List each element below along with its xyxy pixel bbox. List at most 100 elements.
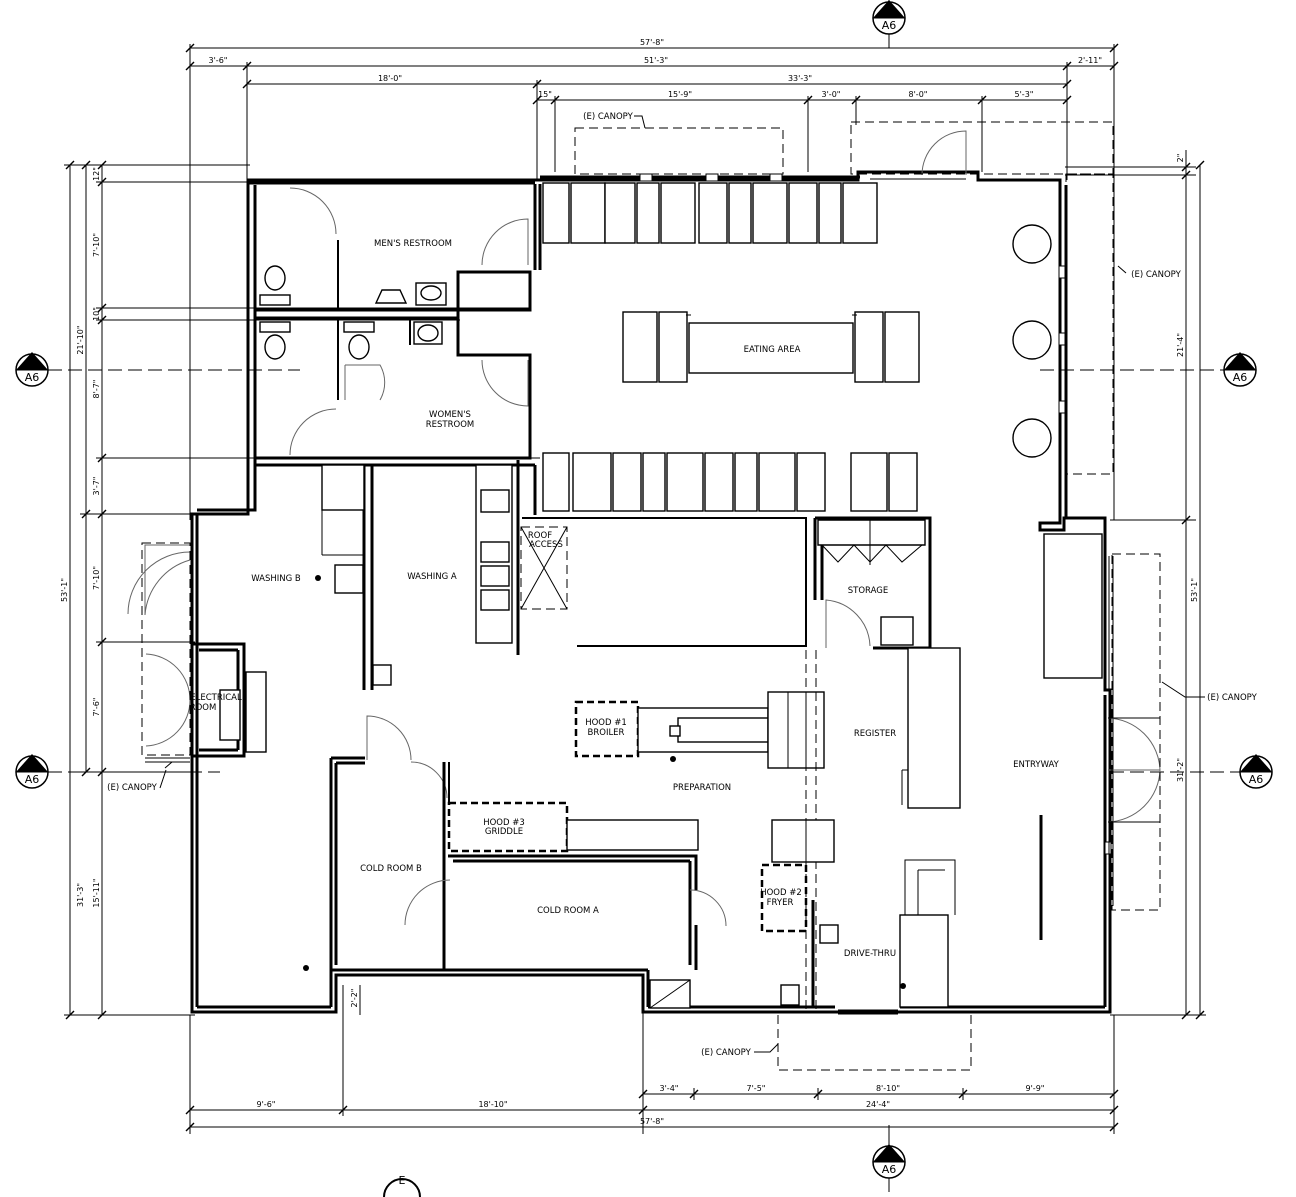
door-swing-icon <box>1107 717 1161 823</box>
toilet-tank-icon <box>343 321 375 333</box>
dim-bottom-row2-c: 24'-4" <box>866 1100 890 1109</box>
bench-seat <box>658 311 688 383</box>
booth-seat <box>570 182 606 244</box>
toilet-icon <box>348 334 370 360</box>
window-icon <box>769 173 783 182</box>
section-tag-right-2: 2 A6 <box>1110 754 1273 789</box>
label-mens-restroom: MEN'S RESTROOM <box>374 239 452 249</box>
door-swing-icon <box>145 653 191 747</box>
label-cold-room-b: COLD ROOM B <box>360 864 422 874</box>
hood-3-griddle <box>447 801 569 853</box>
section-tag-bottom: 1 A6 <box>872 1125 906 1192</box>
dim-top-row4-e: 5'-3" <box>1015 90 1034 99</box>
roof-access-hatch <box>520 526 568 610</box>
booth-seat <box>758 452 796 512</box>
dim-bottom-overall: 57'-8" <box>640 1117 664 1126</box>
window-icon <box>639 173 653 182</box>
label-womens-restroom-line2: RESTROOM <box>426 420 475 430</box>
dim-left-7-10-b: 7'-10" <box>92 566 101 590</box>
round-table-icon <box>1012 320 1052 360</box>
dim-bottom-row1-a: 3'-4" <box>660 1084 679 1093</box>
broiler-unit <box>677 717 769 743</box>
bench-seat <box>854 311 884 383</box>
label-hood2-line2: FRYER <box>767 898 794 908</box>
dim-bottom-row2-a: 9'-6" <box>257 1100 276 1109</box>
dim-right-21-4: 21'-4" <box>1176 333 1185 357</box>
toilet-tank-icon <box>259 321 291 333</box>
toilet-icon <box>264 265 286 291</box>
label-storage: STORAGE <box>848 586 888 596</box>
exterior-walls <box>190 170 1112 1014</box>
booth-seat <box>542 452 570 512</box>
label-drive-thru: DRIVE-THRU <box>844 949 896 959</box>
floor-drain-icon <box>900 983 906 989</box>
dim-left-3-7: 3'-7" <box>92 477 101 496</box>
dim-top-row4-a: 15" <box>538 90 552 99</box>
booth-seat <box>660 182 696 244</box>
kitchen-washing: WASHING B WASHING A ROOF ACCESS STORAGE <box>251 460 932 690</box>
hood-2-fryer <box>760 863 808 933</box>
dim-left-7-6: 7'-6" <box>92 698 101 717</box>
sink-bowl-icon <box>417 324 439 342</box>
dim-top-right: 2'-11" <box>1078 56 1102 65</box>
booth-seat <box>734 452 758 512</box>
dim-cold-2-2: 2'-2" <box>350 989 359 1008</box>
canopy-top-outline <box>574 127 784 175</box>
fryer-counter <box>771 819 835 863</box>
dim-left-a: 21'-10" <box>76 325 85 354</box>
section-tag-right-3-number: 3 <box>1237 357 1244 370</box>
door-swing-icon <box>127 551 191 615</box>
dim-right-2in: 2" <box>1176 154 1185 163</box>
label-canopy-top: (E) CANOPY <box>583 112 633 122</box>
window-icon <box>705 173 719 182</box>
electrical-panel <box>219 689 241 741</box>
label-womens-restroom-line1: WOMEN'S <box>429 410 471 420</box>
canopy-entry-outline <box>1111 553 1161 911</box>
dim-top-overall: 57'-8" <box>640 38 664 47</box>
dim-top-row4-c: 3'-0" <box>822 90 841 99</box>
label-hood3-line1: HOOD #3 <box>483 818 525 828</box>
elevation-tag-letter: E <box>399 1174 406 1187</box>
section-tag-right-3: 3 A6 <box>1040 352 1257 387</box>
urinal-icon <box>374 289 408 304</box>
booth-seat <box>666 452 704 512</box>
label-cold-room-a: COLD ROOM A <box>537 906 599 916</box>
round-table-icon <box>1012 418 1052 458</box>
section-tag-left-2-sheet: A6 <box>25 773 40 786</box>
window-icon <box>1058 265 1066 279</box>
window-icon <box>1058 332 1066 346</box>
booth-seat <box>636 182 660 244</box>
booth-seat <box>842 182 878 244</box>
booth-seat <box>612 452 642 512</box>
dining-table <box>688 322 854 374</box>
electrical-room: ELECTRICAL ROOM (E) CANOPY <box>107 542 267 793</box>
label-canopy-left: (E) CANOPY <box>107 783 157 793</box>
label-roof-access-line2: ACCESS <box>529 540 563 550</box>
toilet-tank-icon <box>259 294 291 306</box>
section-tag-bottom-number: 1 <box>886 1149 893 1162</box>
section-tag-left-2: 2 A6 <box>15 754 220 789</box>
cold-rooms: COLD ROOM B COLD ROOM A <box>303 715 727 971</box>
section-tag-top-sheet: A6 <box>882 19 897 32</box>
section-tag-top: 1 A6 <box>872 0 906 48</box>
booth-seat <box>572 452 612 512</box>
dim-top-left: 3'-6" <box>209 56 228 65</box>
label-register: REGISTER <box>854 729 896 739</box>
door-swing-icon <box>366 715 412 761</box>
label-preparation: PREPARATION <box>673 783 731 793</box>
electrical-panel <box>245 671 267 753</box>
door-swing-icon <box>289 187 337 235</box>
dim-top-row3-b: 33'-3" <box>788 74 812 83</box>
dim-top-mid: 51'-3" <box>644 56 668 65</box>
dim-right-53-1: 53'-1" <box>1190 578 1199 602</box>
booth-seat <box>752 182 788 244</box>
label-electrical-room-line2: ROOM <box>190 703 217 713</box>
canopy-outline <box>141 542 191 756</box>
dim-left-8-7: 8'-7" <box>92 380 101 399</box>
window-icon <box>1104 841 1112 855</box>
bench-seat <box>884 311 920 383</box>
section-tag-top-number: 1 <box>886 5 893 18</box>
booth-seat <box>704 452 734 512</box>
